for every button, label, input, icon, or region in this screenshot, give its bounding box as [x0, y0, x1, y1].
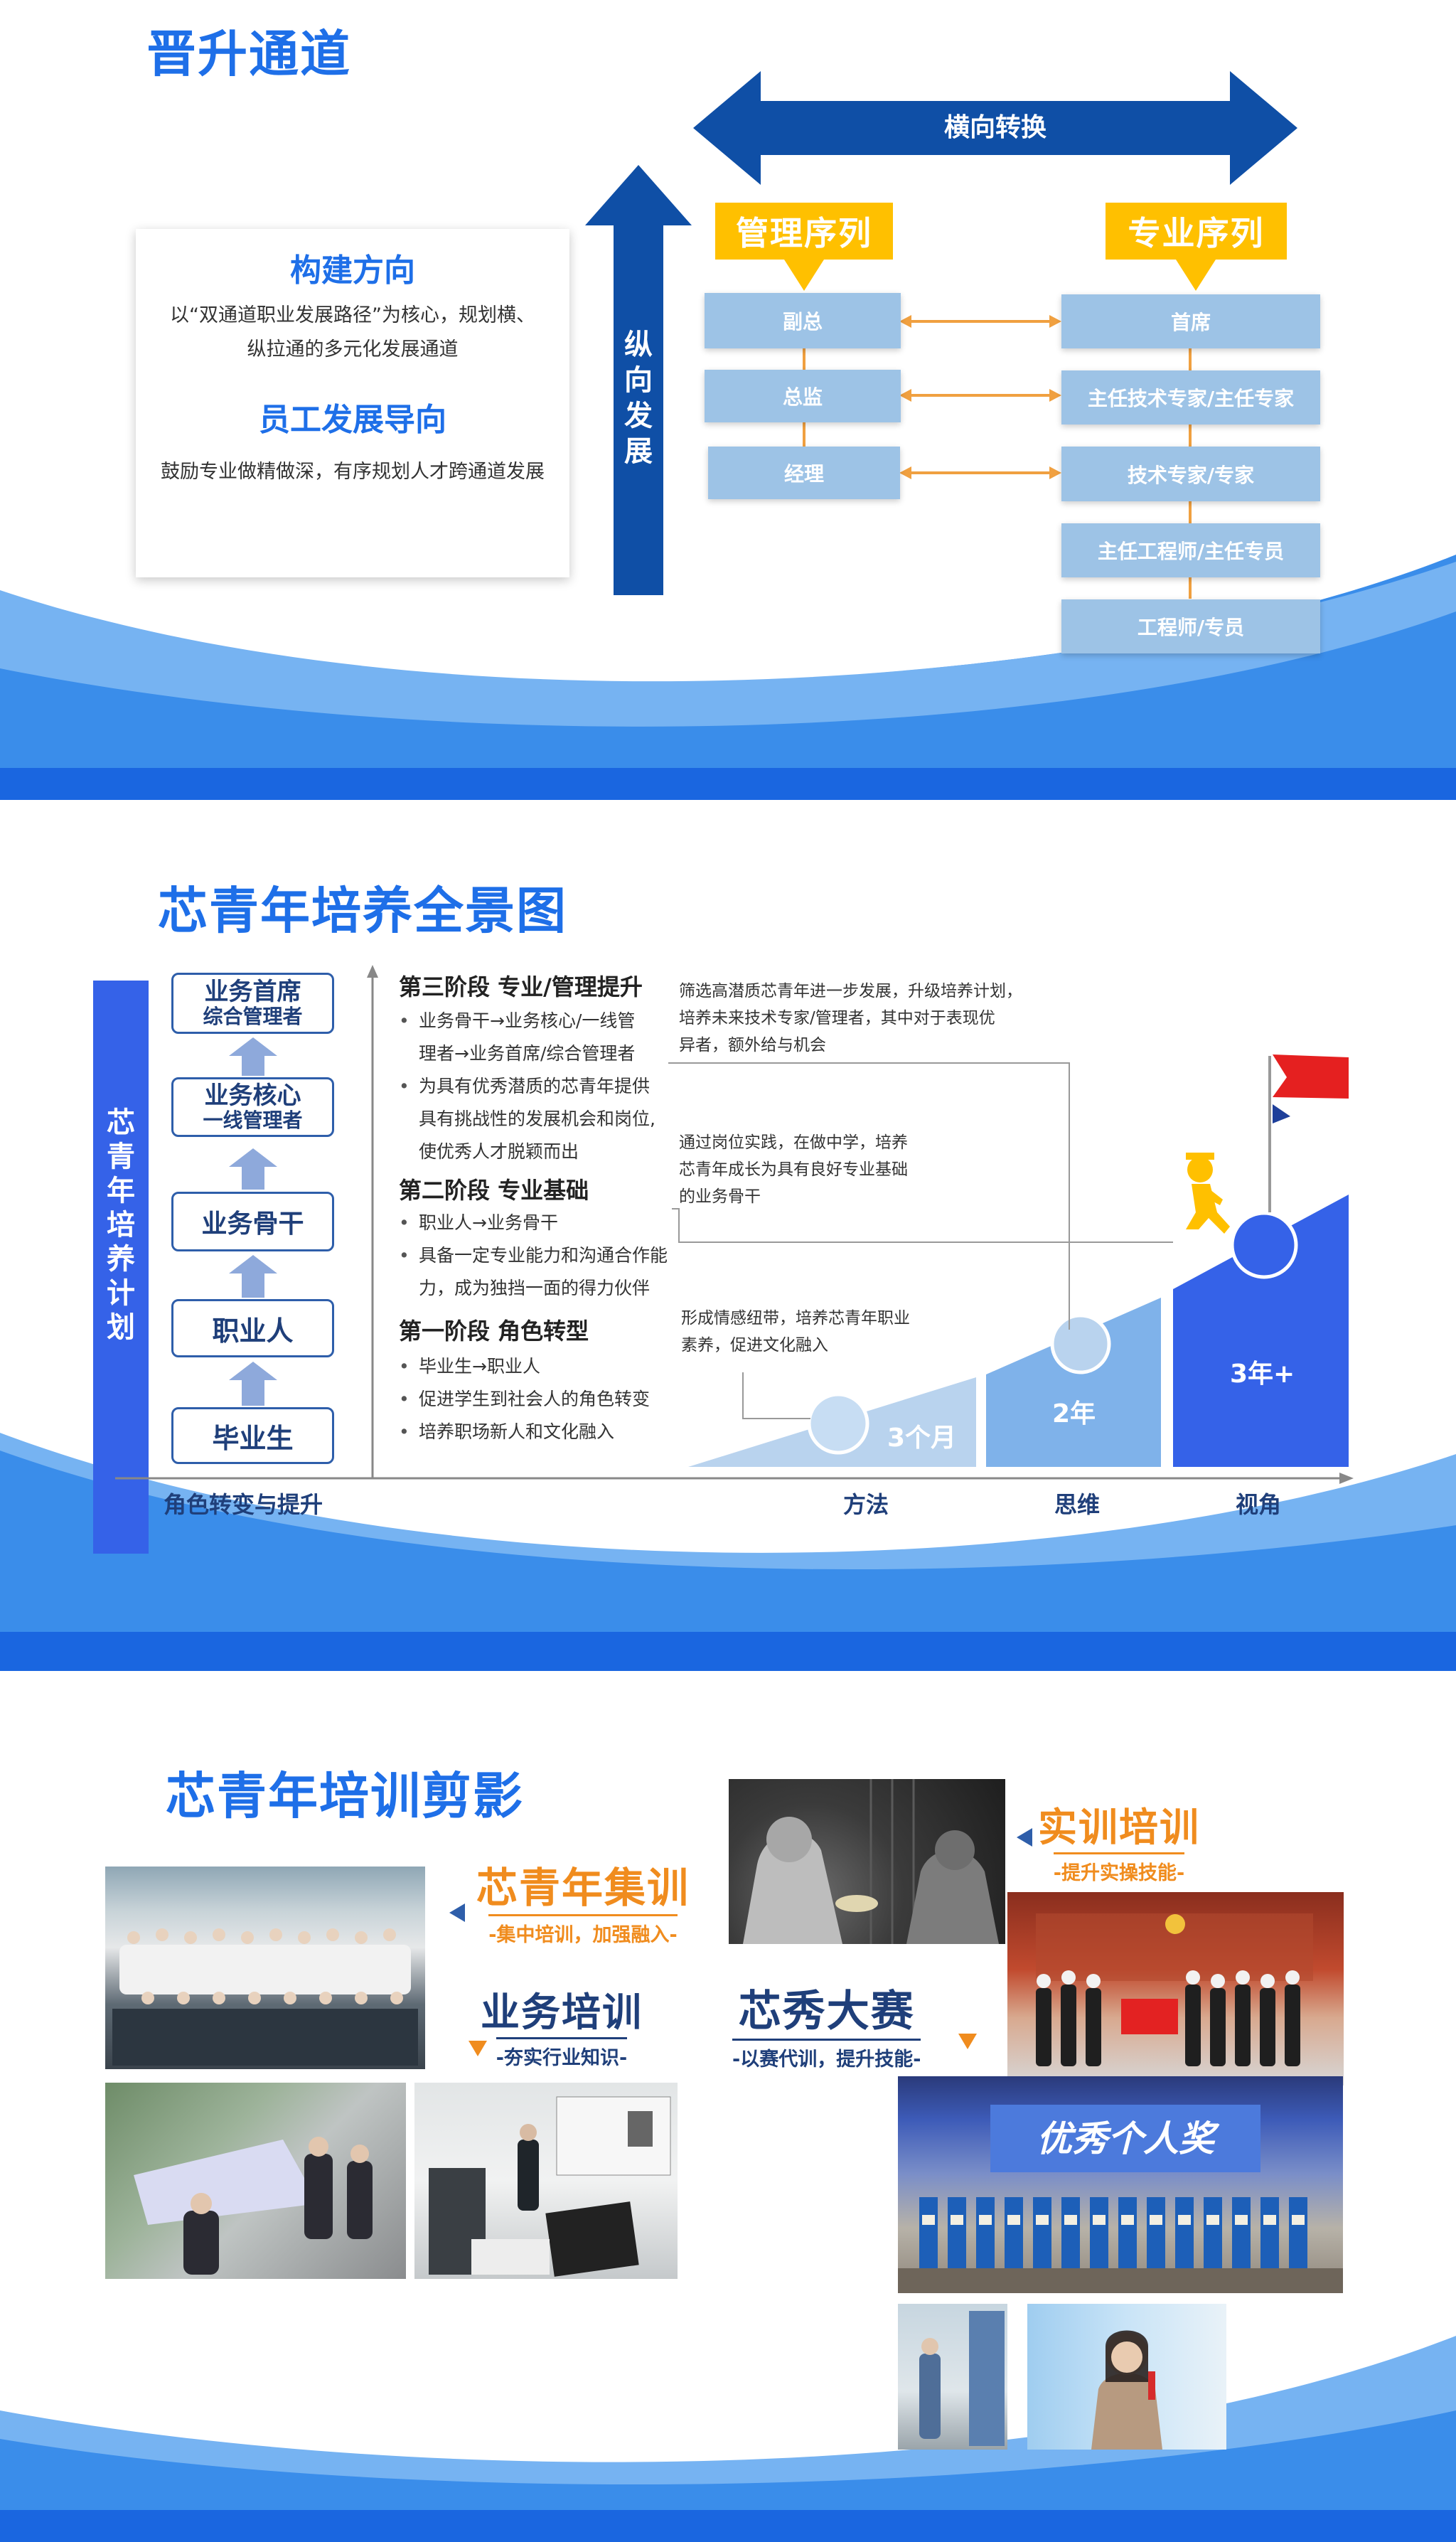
mgmt-level-vp: 副总 — [705, 293, 901, 348]
mgmt-level-manager: 经理 — [708, 447, 900, 499]
bottom-wave — [0, 2336, 1456, 2542]
section-title: 晋升通道 — [146, 25, 351, 83]
role-box-core: 业务核心 一线管理者 — [171, 1077, 334, 1137]
section-training-panorama: 芯青年培养全景图 芯 青 年 培 养 计 划 业务首席 综合管理者 业务核心 一… — [0, 800, 1456, 1671]
card-text-direction: 以“双通道职业发展路径”为核心，规划横、 纵拉通的多元化发展通道 — [170, 304, 535, 361]
label-youth-camp: 芯青年集训 -集中培训，加强融入- — [476, 1864, 690, 1946]
prof-level-principal-engineer: 主任工程师/主任专员 — [1061, 523, 1320, 577]
step-2-years — [986, 1298, 1161, 1467]
stage1-title: 第一阶段 角色转型 — [399, 1318, 589, 1345]
photo-speaker-stage — [898, 2304, 1007, 2450]
stage3-title: 第三阶段 专业/管理提升 — [399, 973, 643, 1000]
horizontal-double-arrow — [693, 71, 1297, 185]
award-banner-text: 优秀个人奖 — [1037, 2118, 1220, 2159]
note-stage3: 筛选高潜质芯青年进一步发展，升级培养计划， 培养未来技术专家/管理者，其中对于表… — [679, 982, 1022, 1054]
axis-label-perspective: 视角 — [1236, 1491, 1282, 1518]
role-box-chief: 业务首席 综合管理者 — [171, 973, 334, 1034]
stage3-bullets: 业务骨干→业务核心/一线管理者→业务首席/综合管理者 为具有优秀潜质的芯青年提供… — [399, 1005, 683, 1168]
vertical-up-arrow — [585, 165, 692, 595]
plan-vertical-label: 芯 青 年 培 养 计 划 — [107, 1106, 135, 1344]
step-label-3-years: 3年+ — [1230, 1360, 1295, 1389]
card-heading-direction: 构建方向 — [290, 252, 415, 289]
role-box-graduate: 毕业生 — [171, 1407, 334, 1464]
label-business-training: 业务培训 -夯实行业知识- — [481, 1990, 643, 2069]
direction-card: 构建方向 以“双通道职业发展路径”为核心，规划横、 纵拉通的多元化发展通道 员工… — [136, 229, 569, 577]
pointer-left-icon — [449, 1903, 465, 1922]
section-title: 芯青年培养全景图 — [158, 882, 567, 940]
prof-down-arrow — [1176, 260, 1216, 291]
pointer-down-icon — [469, 2041, 487, 2056]
prof-level-engineer: 工程师/专员 — [1061, 599, 1320, 653]
connector-lines — [803, 315, 1192, 599]
note-stage2: 通过岗位实践，在做中学，培养 芯青年成长为具有良好专业基础 的业务骨干 — [679, 1133, 908, 1206]
role-box-backbone: 业务骨干 — [171, 1192, 334, 1251]
section-title: 芯青年培训剪影 — [166, 1767, 524, 1825]
prof-level-chief: 首席 — [1061, 294, 1320, 348]
mgmt-level-director: 总监 — [705, 370, 901, 422]
photo-office-meeting — [414, 2083, 678, 2279]
step-label-2-years: 2年 — [1052, 1399, 1096, 1428]
pointer-left-icon — [1017, 1828, 1032, 1847]
section-career-path: 晋升通道 横向转换 纵 向 发 展 构建方向 以“双通道职业发展路径”为核心，规… — [0, 0, 1456, 800]
bottom-wave — [0, 555, 1456, 800]
mgmt-sequence-tag: 管理序列 — [715, 203, 893, 260]
note-stage1: 形成情感纽带，培养芯青年职业 素养，促进文化融入 — [681, 1309, 910, 1355]
role-box-professional: 职业人 — [171, 1299, 334, 1357]
pointer-down-icon — [958, 2034, 977, 2049]
photo-group-training — [105, 1867, 425, 2069]
prof-level-principal-expert: 主任技术专家/主任专家 — [1061, 370, 1320, 424]
label-competition: 芯秀大赛 -以赛代训，提升技能- — [732, 1987, 921, 2071]
axis-label-method: 方法 — [843, 1491, 889, 1518]
stage1-bullets: 毕业生→职业人 促进学生到社会人的角色转变 培养职场新人和文化融入 — [399, 1350, 683, 1448]
chart-axes — [115, 965, 1354, 1484]
axis-label-left: 角色转变与提升 — [164, 1491, 323, 1518]
mgmt-down-arrow — [784, 260, 824, 291]
section-training-gallery: 芯青年培训剪影 芯青年集训 -集中培训，加强融入- 业务培训 -夯实行业知识- — [0, 1671, 1456, 2542]
stage2-title: 第二阶段 专业基础 — [399, 1177, 589, 1204]
axis-label-thinking: 思维 — [1054, 1491, 1101, 1518]
horizontal-arrow-label: 横向转换 — [943, 113, 1046, 142]
step-3-years — [1173, 1195, 1349, 1467]
photo-lab-practice — [729, 1779, 1005, 1944]
photo-group-flag — [1007, 1892, 1344, 2086]
vertical-arrow-label: 纵 向 发 展 — [624, 329, 653, 468]
card-heading-development: 员工发展导向 — [259, 402, 446, 438]
label-practical-training: 实训培训 -提升实操技能- — [1038, 1805, 1201, 1884]
prof-level-expert: 技术专家/专家 — [1061, 447, 1320, 501]
plan-vertical-bar — [93, 981, 149, 1554]
role-up-arrows — [229, 1037, 277, 1406]
bottom-wave — [0, 1433, 1456, 1671]
photo-outdoor-activity — [105, 2083, 406, 2279]
photo-speaker-mic — [1027, 2304, 1226, 2450]
prof-sequence-tag: 专业序列 — [1106, 203, 1287, 260]
step-label-3-months: 3个月 — [887, 1424, 957, 1453]
photo-award-stage: 优秀个人奖 — [898, 2076, 1343, 2293]
card-text-development: 鼓励专业做精做深，有序规划人才跨通道发展 — [161, 461, 545, 483]
